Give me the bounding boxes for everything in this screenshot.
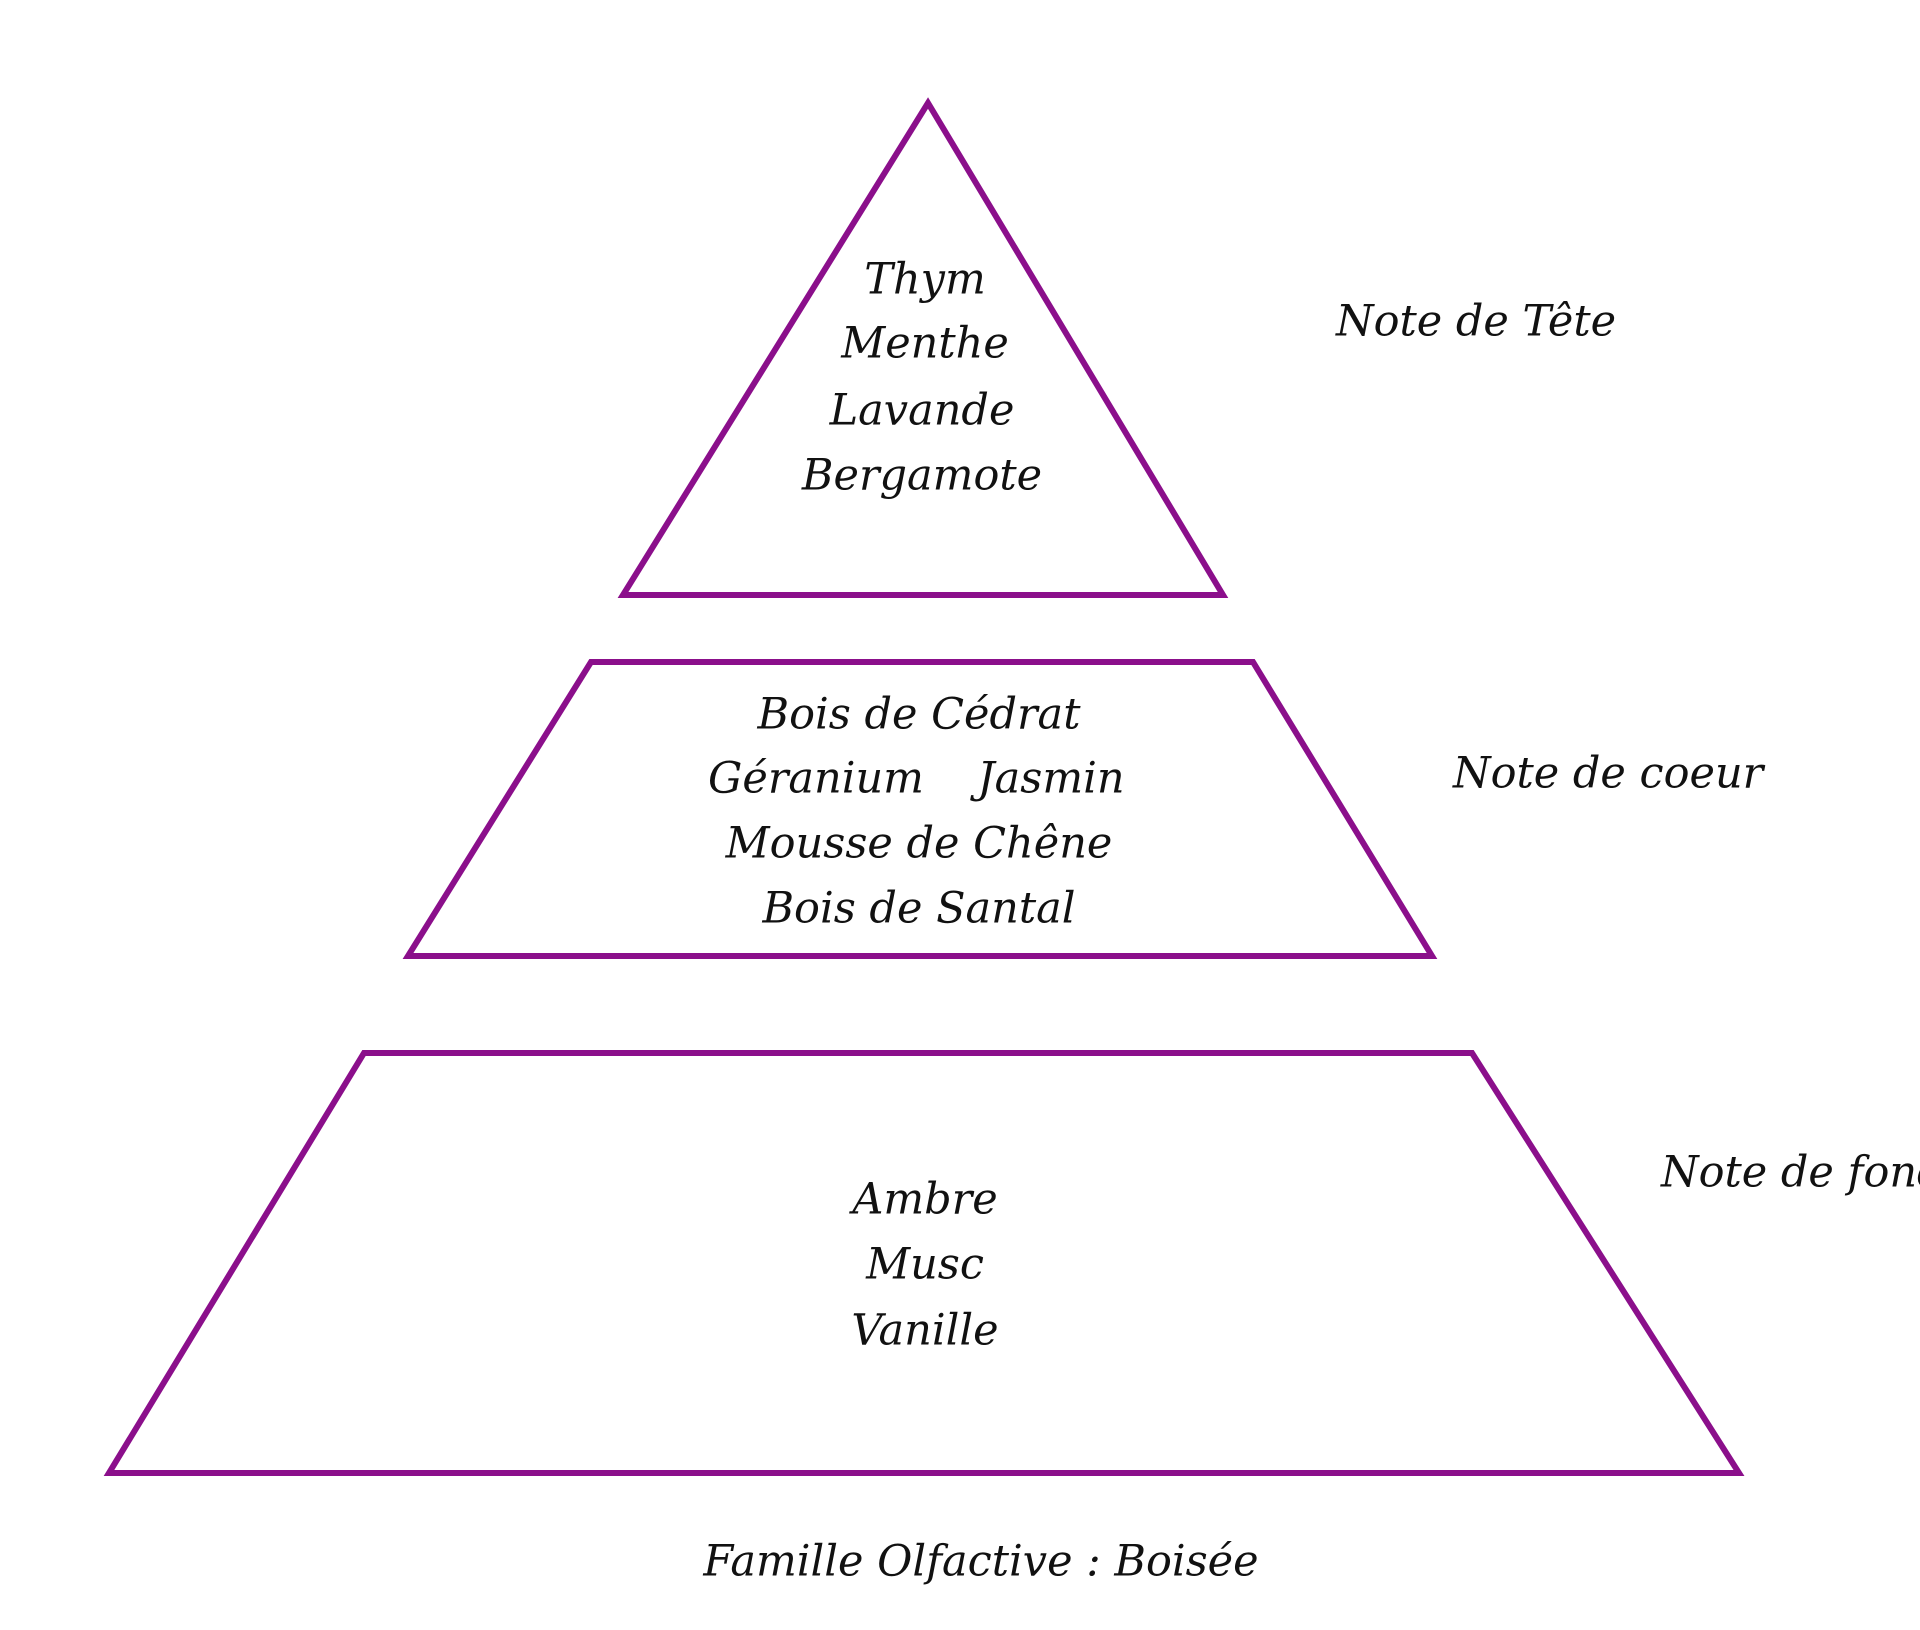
heart-note: Bois de Santal: [762, 883, 1076, 934]
top-note: Lavande: [829, 385, 1015, 436]
heart-note: Jasmin: [977, 753, 1125, 804]
top-note: Menthe: [841, 318, 1009, 369]
top-notes-label: Note de Tête: [1336, 296, 1617, 347]
heart-note: Bois de Cédrat: [757, 689, 1081, 740]
heart-notes-trapezoid: [402, 659, 1438, 959]
heart-note: Géranium: [708, 753, 924, 804]
olfactive-family: Famille Olfactive : Boisée: [703, 1536, 1259, 1587]
heart-notes-label: Note de coeur: [1453, 748, 1764, 799]
base-note: Ambre: [852, 1174, 998, 1225]
base-notes-label: Note de fond: [1661, 1147, 1920, 1198]
base-note: Vanille: [851, 1305, 999, 1356]
base-notes-trapezoid: [103, 1050, 1745, 1476]
top-note: Thym: [864, 254, 986, 305]
base-note: Musc: [866, 1239, 984, 1290]
top-notes-triangle: [617, 97, 1229, 598]
heart-note: Mousse de Chêne: [725, 818, 1113, 869]
top-note: Bergamote: [801, 450, 1043, 501]
